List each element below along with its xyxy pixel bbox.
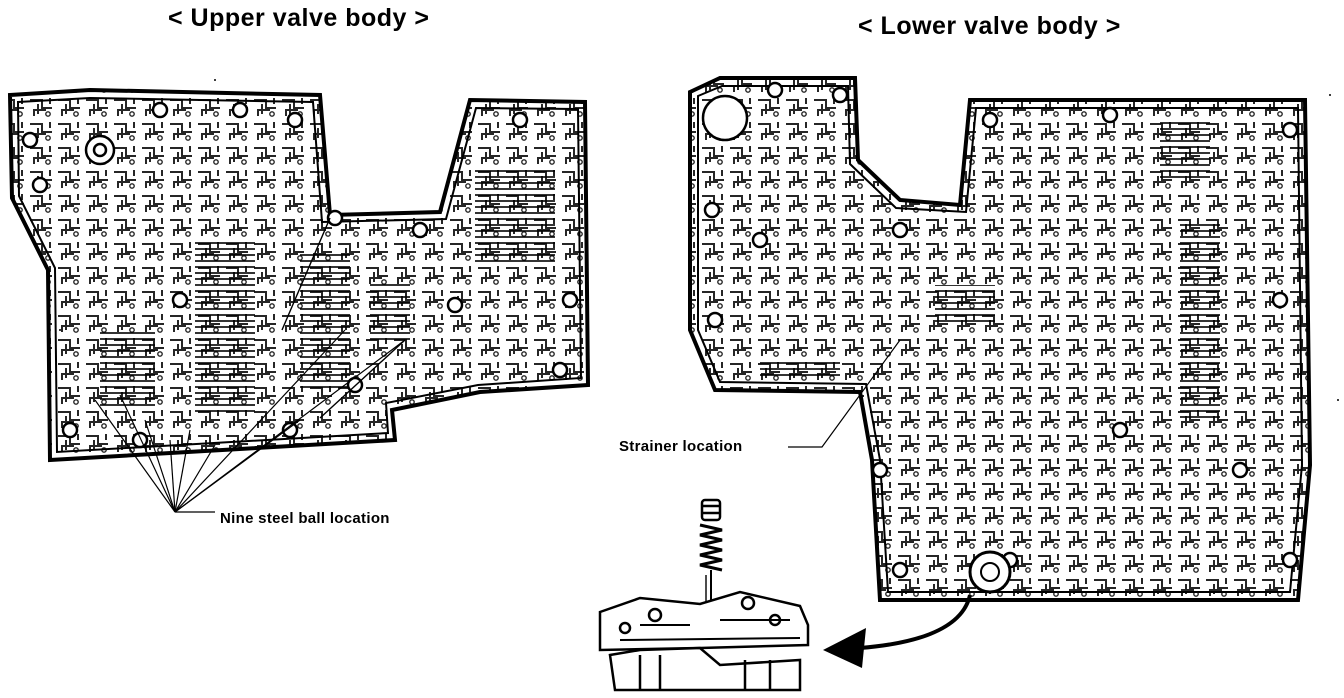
lower-valve-body-title: < Lower valve body > xyxy=(858,12,1121,40)
upper-valve-body-title: < Upper valve body > xyxy=(168,4,430,32)
upper-valve-body xyxy=(7,87,591,513)
strainer-leader-line xyxy=(788,339,901,448)
nine-steel-ball-location-label: Nine steel ball location xyxy=(220,510,390,527)
lower-valve-body xyxy=(688,76,1313,602)
strainer-detail-inset xyxy=(598,498,810,692)
steel-ball-leader-lines xyxy=(94,329,406,513)
strainer-arrow xyxy=(823,594,972,668)
strainer-location-label: Strainer location xyxy=(619,438,743,455)
